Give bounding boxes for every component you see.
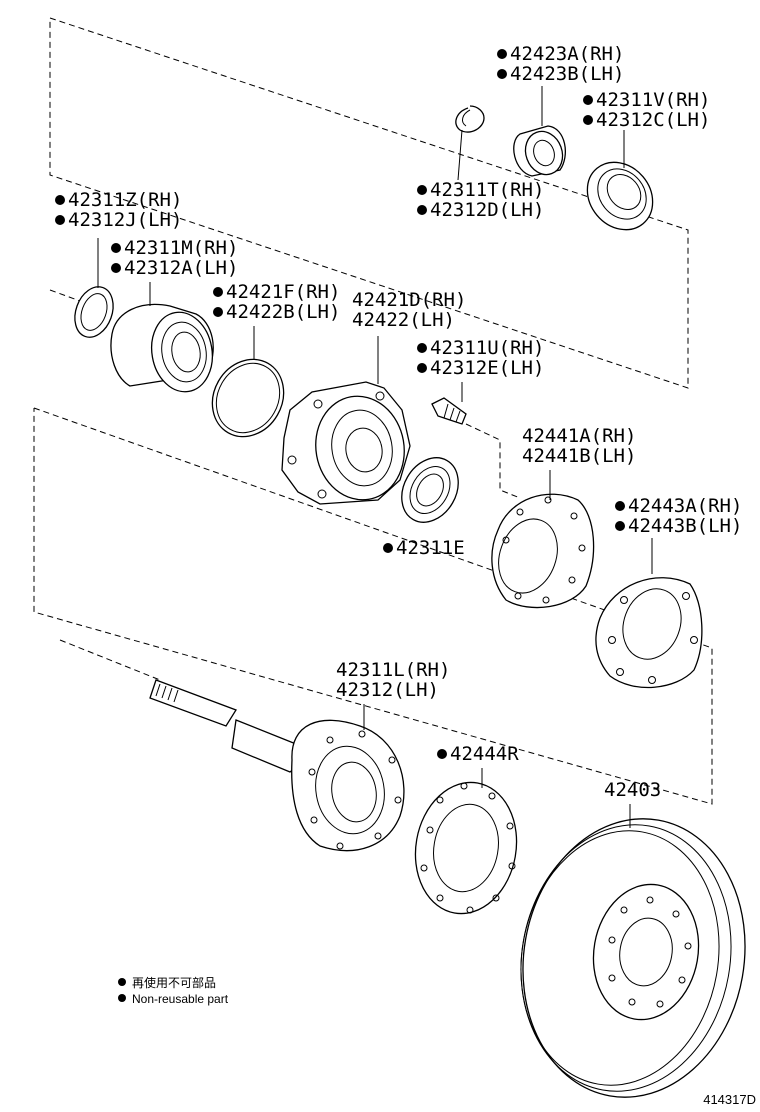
part-number-label: 42311U(RH) bbox=[430, 337, 544, 359]
hub-bearing-part bbox=[110, 303, 214, 393]
non-reusable-bullet-icon bbox=[583, 115, 593, 125]
non-reusable-bullet-icon bbox=[417, 363, 427, 373]
non-reusable-bullet-icon bbox=[615, 521, 625, 531]
part-number-label: 42441A(RH) bbox=[522, 425, 636, 447]
leader-lines bbox=[59, 86, 653, 828]
legend-bullet-icon bbox=[118, 994, 126, 1002]
callout-42421d: 42421D(RH)42422(LH) bbox=[352, 289, 466, 331]
part-number-label: 42443B(LH) bbox=[628, 515, 742, 537]
non-reusable-bullet-icon bbox=[213, 287, 223, 297]
part-number-label: 42423B(LH) bbox=[510, 63, 624, 85]
callout-42403: 42403 bbox=[604, 779, 661, 801]
brake-shim-plate-part bbox=[595, 577, 703, 689]
non-reusable-bullet-icon bbox=[437, 749, 447, 759]
part-number-label: 42403 bbox=[604, 779, 661, 801]
part-number-label: 42311E bbox=[396, 537, 465, 559]
non-reusable-bullet-icon bbox=[497, 49, 507, 59]
part-number-label: 42312D(LH) bbox=[430, 199, 544, 221]
callout-42311u: 42311U(RH)42312E(LH) bbox=[417, 337, 544, 379]
callout-42423: 42423A(RH)42423B(LH) bbox=[497, 43, 624, 85]
brake-backing-gasket-part bbox=[491, 493, 595, 609]
drum-gasket-part bbox=[414, 781, 518, 915]
non-reusable-bullet-icon bbox=[497, 69, 507, 79]
non-reusable-bullet-icon bbox=[383, 543, 393, 553]
part-number-label: 42311L(RH) bbox=[336, 659, 450, 681]
callout-42443: 42443A(RH)42443B(LH) bbox=[615, 495, 742, 537]
part-number-label: 42444R bbox=[450, 743, 519, 765]
callout-labels: 42423A(RH)42423B(LH)42311V(RH)42312C(LH)… bbox=[55, 43, 742, 801]
non-reusable-bullet-icon bbox=[615, 501, 625, 511]
callout-42444r: 42444R bbox=[437, 743, 519, 765]
non-reusable-bullet-icon bbox=[417, 343, 427, 353]
part-number-label: 42311T(RH) bbox=[430, 179, 544, 201]
callout-42311l: 42311L(RH)42312(LH) bbox=[336, 659, 450, 701]
part-number-label: 42441B(LH) bbox=[522, 445, 636, 467]
part-number-label: 42311Z(RH) bbox=[68, 189, 182, 211]
legend-text-jp: 再使用不可部品 bbox=[132, 975, 216, 990]
oil-seal-upper-part bbox=[586, 161, 654, 231]
non-reusable-bullet-icon bbox=[111, 243, 121, 253]
callout-42421f: 42421F(RH)42422B(LH) bbox=[213, 281, 340, 323]
non-reusable-bullet-icon bbox=[111, 263, 121, 273]
non-reusable-bullet-icon bbox=[583, 95, 593, 105]
callout-42311z: 42311Z(RH)42312J(LH) bbox=[55, 189, 182, 231]
non-reusable-bullet-icon bbox=[55, 195, 65, 205]
callout-42441: 42441A(RH)42441B(LH) bbox=[522, 425, 636, 467]
part-number-label: 42443A(RH) bbox=[628, 495, 742, 517]
part-number-label: 42312C(LH) bbox=[596, 109, 710, 131]
diagram-code: 414317D bbox=[703, 1092, 756, 1107]
bearing-retainer-part bbox=[281, 381, 411, 505]
part-number-label: 42421F(RH) bbox=[226, 281, 340, 303]
legend: 再使用不可部品 Non-reusable part bbox=[118, 975, 229, 1006]
part-number-label: 42312J(LH) bbox=[68, 209, 182, 231]
callout-42311e: 42311E bbox=[383, 537, 465, 559]
oil-seal-lower-part bbox=[401, 457, 459, 523]
part-number-label: 42312E(LH) bbox=[430, 357, 544, 379]
part-number-label: 42422(LH) bbox=[352, 309, 455, 331]
callout-42311v: 42311V(RH)42312C(LH) bbox=[583, 89, 710, 131]
assembly-outline-upper bbox=[49, 17, 689, 389]
callout-42311t: 42311T(RH)42312D(LH) bbox=[417, 179, 544, 221]
callout-42311m: 42311M(RH)42312A(LH) bbox=[111, 237, 238, 279]
non-reusable-bullet-icon bbox=[417, 185, 427, 195]
part-number-label: 42311V(RH) bbox=[596, 89, 710, 111]
snap-ring-part bbox=[455, 105, 485, 133]
spacer-ring-part bbox=[74, 286, 114, 338]
non-reusable-bullet-icon bbox=[213, 307, 223, 317]
legend-bullet-icon bbox=[118, 978, 126, 986]
inner-bearing-part bbox=[513, 125, 566, 177]
o-ring-part bbox=[211, 358, 285, 438]
brake-drum-part bbox=[520, 818, 746, 1098]
part-number-label: 42312A(LH) bbox=[124, 257, 238, 279]
legend-text-en: Non-reusable part bbox=[132, 992, 229, 1006]
axle-shaft-part bbox=[149, 679, 405, 852]
part-number-label: 42311M(RH) bbox=[124, 237, 238, 259]
hub-bolt-part bbox=[431, 397, 467, 425]
part-number-label: 42421D(RH) bbox=[352, 289, 466, 311]
part-number-label: 42312(LH) bbox=[336, 679, 439, 701]
part-number-label: 42422B(LH) bbox=[226, 301, 340, 323]
non-reusable-bullet-icon bbox=[417, 205, 427, 215]
part-number-label: 42423A(RH) bbox=[510, 43, 624, 65]
non-reusable-bullet-icon bbox=[55, 215, 65, 225]
